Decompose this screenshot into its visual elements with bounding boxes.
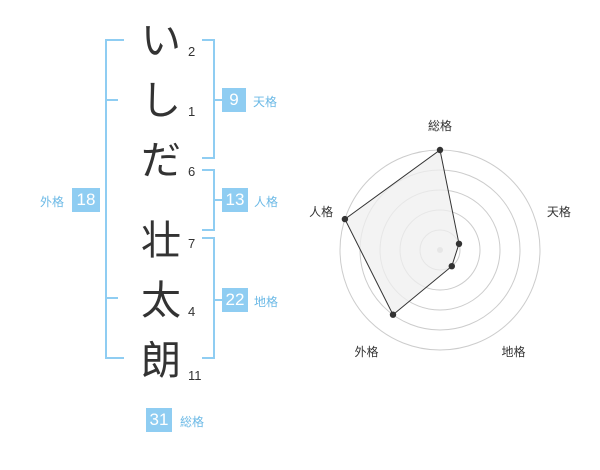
radar-shape [344,149,460,316]
radar-polygon [344,149,460,316]
stroke-count-2: 1 [188,104,196,119]
radar-axis-label-2: 天格 [546,205,571,220]
jinkaku-badge: 13 [222,188,248,212]
chikaku-label: 地格 [254,295,279,309]
stroke-count-3: 6 [188,164,196,179]
tenkaku-label: 天格 [253,95,278,109]
name-char-4: 壮 [141,218,181,264]
jinkaku-label: 人格 [254,195,279,209]
radar-point-1 [436,146,444,154]
radar-point-2 [455,240,463,247]
soukaku-badge: 31 [146,408,172,432]
name-char-2: し [141,78,181,124]
radar-axis-label-1: 総格 [428,119,453,133]
radar-point-5 [341,215,349,223]
name-char-3: だ [141,138,181,184]
gaikaku-label: 外格 [40,195,65,209]
stroke-count-1: 2 [188,44,196,59]
radar-points [341,146,463,318]
radar-axis-label-4: 外格 [354,345,379,360]
radar-axis-label-3: 地格 [501,345,526,360]
tenkaku-badge: 9 [222,88,246,112]
stroke-count-5: 4 [188,304,196,319]
name-char-1: い [141,18,181,64]
name-char-6: 朗 [141,338,181,384]
radar-point-3 [448,263,455,270]
gaikaku-badge: 18 [72,188,100,212]
radar-axis-label-5: 人格 [309,205,334,220]
stroke-count-6: 11 [188,368,202,383]
chikaku-badge: 22 [222,288,248,312]
stroke-count-4: 7 [188,236,196,251]
soukaku-label: 総格 [180,415,205,429]
name-char-5: 太 [141,278,181,324]
radar-point-4 [389,311,397,318]
